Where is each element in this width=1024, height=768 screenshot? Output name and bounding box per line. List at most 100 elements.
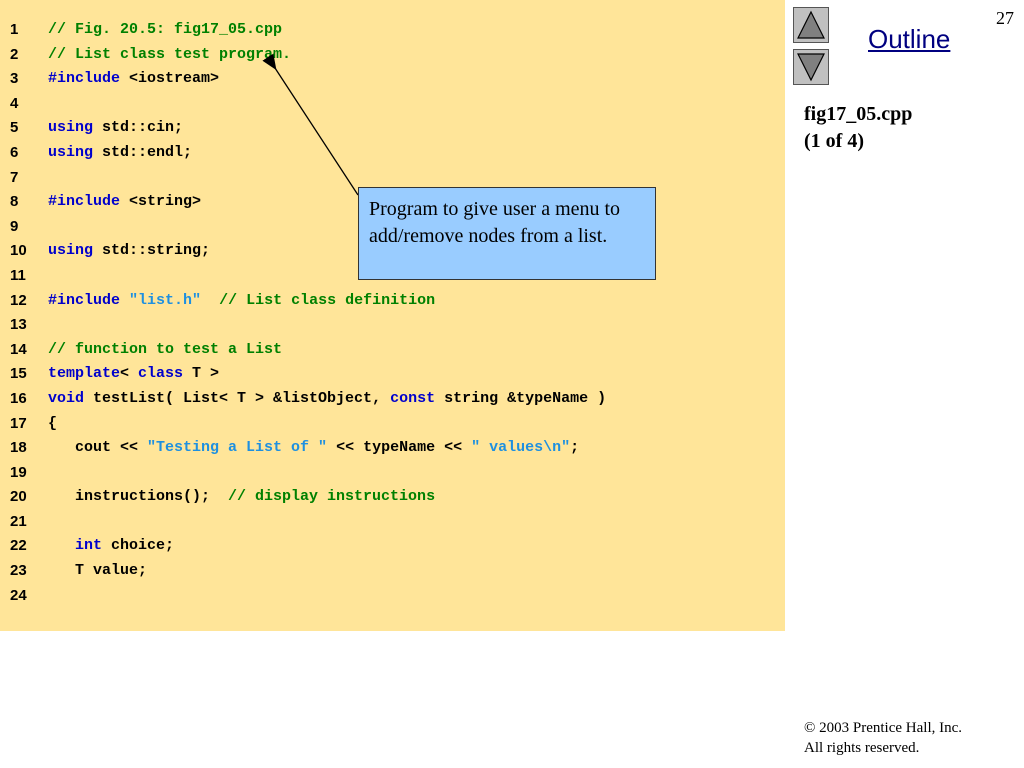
previous-slide-button[interactable] [793,7,829,43]
line-number: 1 [10,21,19,38]
code-token-plain: testList( List< T > &listObject, [84,389,391,407]
code-token-keyword: using [48,242,94,260]
line-number: 6 [10,143,19,161]
next-slide-button[interactable] [793,49,829,85]
code-token-string: " values\n" [471,439,571,457]
line-code: // List class test program. [48,43,291,68]
code-token-plain: std::cin; [93,119,184,137]
code-token-plain [201,292,219,309]
code-token-keyword: int [75,537,103,555]
line-number: 24 [10,586,27,604]
code-token-keyword: #include [48,70,121,88]
line-number: 20 [10,488,27,506]
line-number: 5 [10,119,19,137]
code-token-keyword: const [390,389,436,407]
line-code: using std::endl; [48,141,192,166]
code-line: 20 instructions(); // display instructio… [0,485,785,510]
code-token-plain: string &typeName ) [435,389,607,407]
code-token-plain: { [48,414,58,432]
code-line: 15 template< class T > [0,362,785,387]
callout-box: Program to give user a menu to add/remov… [358,187,656,280]
line-number: 13 [10,316,27,334]
line-number: 17 [10,414,27,432]
code-token-plain: cout << [48,439,148,457]
code-token-keyword: using [48,143,94,161]
line-number: 22 [10,537,27,555]
slide-label-filename: fig17_05.cpp [804,103,913,125]
code-line: 1 // Fig. 20.5: fig17_05.cpp [0,18,785,43]
code-token-plain: ; [570,439,580,457]
triangle-down-icon [797,53,825,82]
code-line: 12 #include "list.h" // List class defini… [0,289,785,314]
code-token-keyword: template [48,365,121,383]
line-number: 10 [10,242,27,260]
code-line: 21 [0,510,785,535]
line-number: 14 [10,340,27,358]
code-line: 8#include <string> [0,190,785,215]
line-number: 21 [10,512,27,530]
code-token-plain [48,537,75,554]
code-line: 7 [0,166,785,191]
code-token-comment: // List class test program. [48,45,292,63]
callout-text: Program to give user a menu to add/remov… [369,198,621,247]
code-listing: 1 // Fig. 20.5: fig17_05.cpp 2 // List clas… [0,18,785,608]
code-line: 3 #include <iostream> [0,67,785,92]
line-code: cout << "Testing a List of " << typeName… [48,436,579,461]
code-line: 10 using std::string; [0,239,785,264]
line-number: 23 [10,562,27,580]
line-number: 16 [10,389,27,407]
code-token-comment: // Fig. 20.5: fig17_05.cpp [48,21,283,38]
line-code: // function to test a List [48,338,282,363]
slide-label: fig17_05.cpp (1 of 4) [804,101,912,155]
code-token-keyword: using [48,119,94,137]
code-token-comment: // display instructions [228,488,436,506]
triangle-up-icon [797,10,825,39]
code-line: 18 cout << "Testing a List of " << typeN… [0,436,785,461]
code-token-plain: <string> [120,193,202,211]
line-code: T value; [48,559,147,584]
line-number: 9 [10,217,19,235]
line-code: using std::cin; [48,116,183,141]
line-code: // Fig. 20.5: fig17_05.cpp [48,18,282,43]
code-line: 6 using std::endl; [0,141,785,166]
code-token-plain: < [120,365,139,383]
code-line: 24 [0,584,785,609]
line-code: int choice; [48,534,174,559]
line-number: 12 [10,291,27,309]
line-code: #include <iostream> [48,67,219,92]
line-number: 3 [10,70,19,88]
code-token-keyword: #include [48,193,121,211]
copyright-footer: © 2003 Prentice Hall, Inc. All rights re… [804,718,962,758]
code-token-comment: // function to test a List [48,340,283,358]
line-code: #include <string> [48,190,201,215]
slide-label-part: (1 of 4) [804,130,864,152]
code-token-plain: instructions(); [48,488,229,506]
line-number: 15 [10,365,27,383]
code-token-keyword: #include [48,291,121,309]
code-token-keyword: class [138,365,184,383]
code-line: 4 [0,92,785,117]
code-line: 2 // List class test program. [0,43,785,68]
code-line: 5 using std::cin; [0,116,785,141]
line-number: 2 [10,45,19,63]
code-token-plain: <iostream> [120,70,220,88]
code-token-plain: std::endl; [93,143,193,161]
code-line: 19 [0,461,785,486]
code-line: 13 [0,313,785,338]
line-number: 7 [10,168,19,186]
outline-link[interactable]: Outline [868,24,951,54]
code-token-plain: T > [183,365,220,383]
code-token-string: "Testing a List of " [147,439,328,457]
line-code: #include "list.h" // List class definiti… [48,289,435,314]
code-token-plain [120,292,129,309]
code-line: 14 // function to test a List [0,338,785,363]
rights-line: All rights reserved. [804,740,920,756]
code-line: 22 int choice; [0,534,785,559]
line-number: 18 [10,439,27,457]
code-token-keyword: void [48,389,85,407]
line-number: 19 [10,463,27,481]
code-token-plain: std::string; [93,242,211,260]
code-panel: 1 // Fig. 20.5: fig17_05.cpp 2 // List clas… [0,0,785,631]
line-number: 11 [10,266,26,284]
code-token-comment: // List class definition [219,291,436,309]
